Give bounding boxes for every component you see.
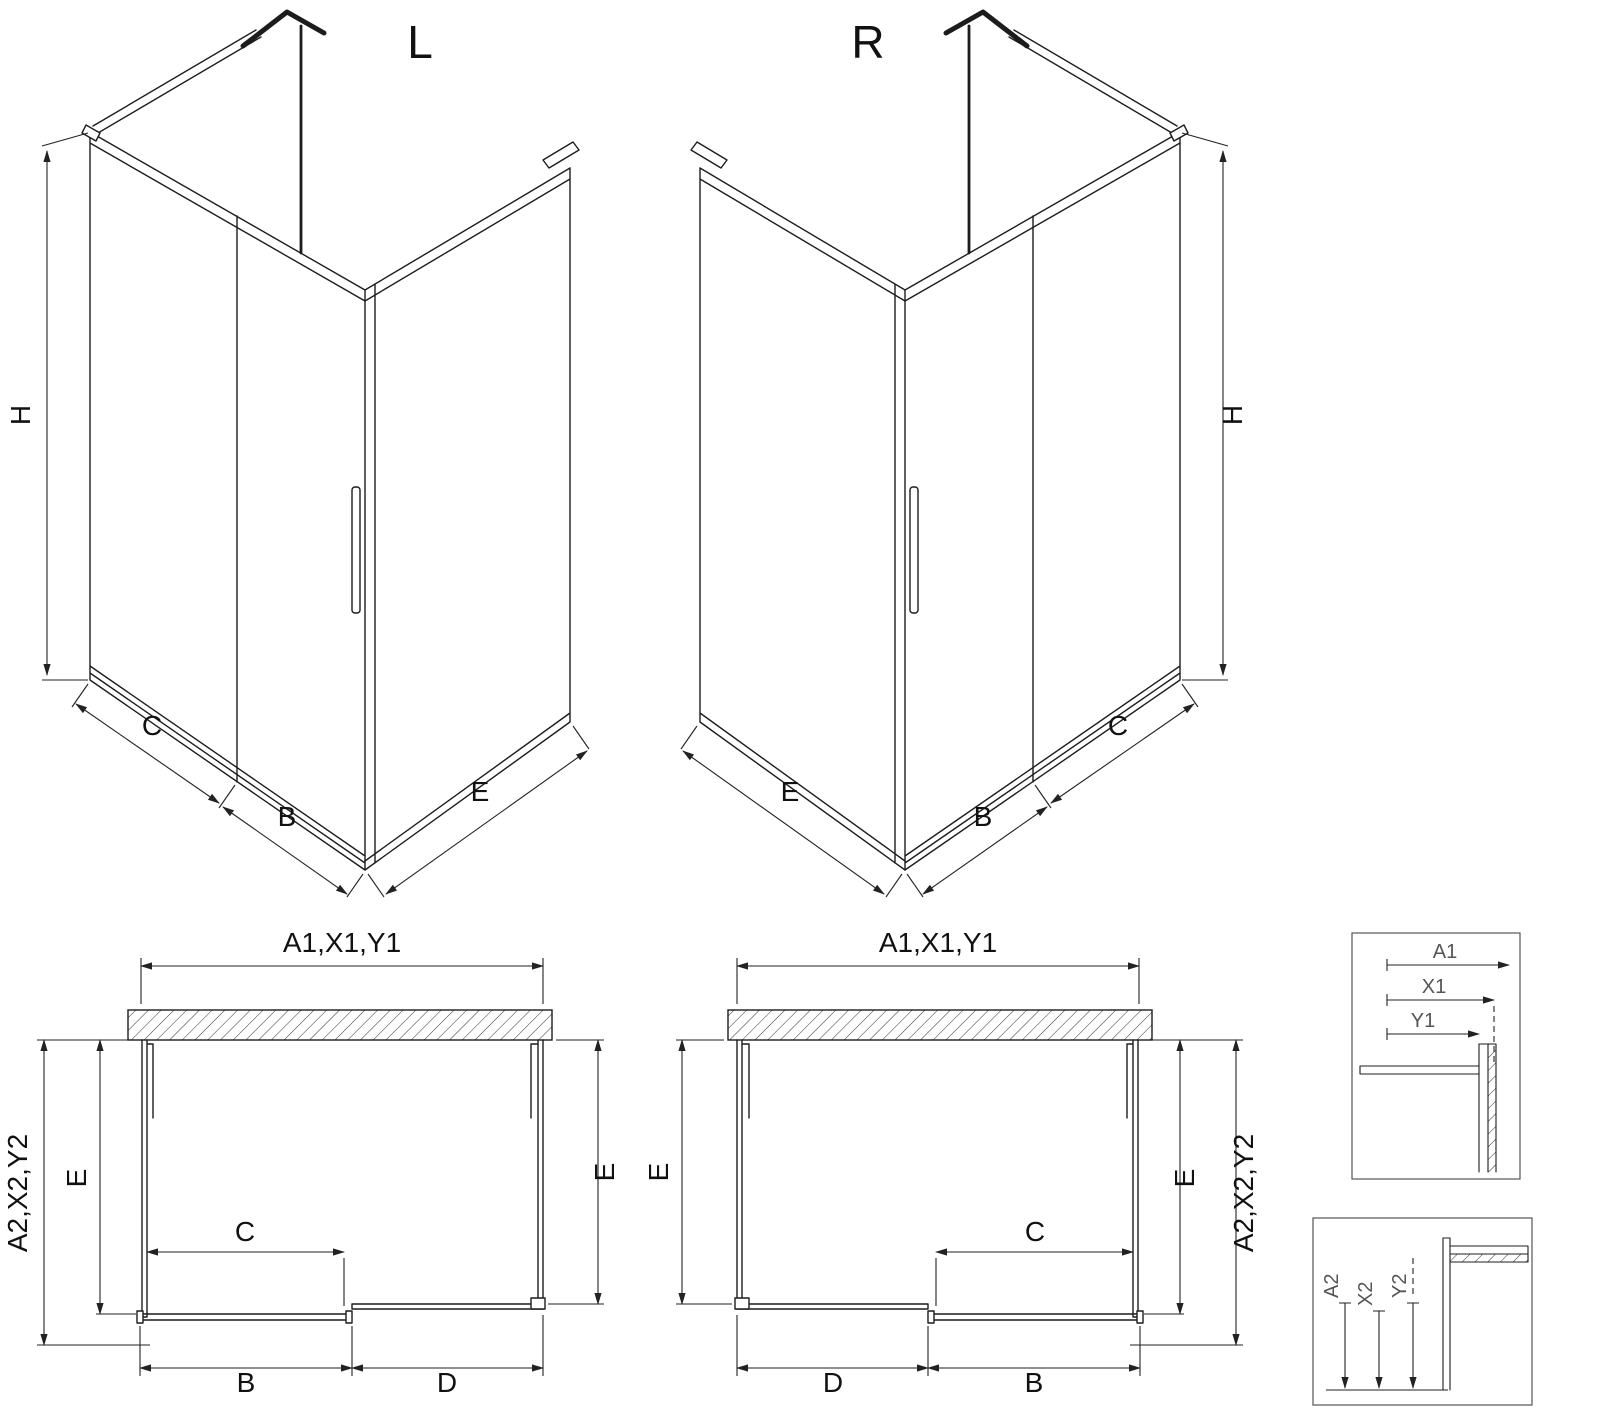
dim-label-depth-left: A2,X2,Y2 xyxy=(2,1134,33,1252)
detail-frame xyxy=(1351,932,1521,1180)
plan-view-left: A1,X1,Y1 A2,X2,Y2 E E C B D xyxy=(2,927,620,1398)
dim-label-e1-left: E xyxy=(61,1169,92,1188)
dim-label-d-plan-left: D xyxy=(437,1367,457,1398)
plan-view-right: A1,X1,Y1 A2,X2,Y2 E E C B D xyxy=(643,927,1259,1398)
dim-label-b-right: B xyxy=(974,801,993,832)
dim-label-h-left: H xyxy=(5,405,36,425)
dim-label-c-plan-left: C xyxy=(235,1216,255,1247)
dim-label-c-right: C xyxy=(1108,710,1128,741)
variant-label-right: R xyxy=(851,16,884,68)
iso-view-left: L H C B E xyxy=(5,12,589,897)
iso-geometry-left xyxy=(42,12,589,897)
dim-label-width-right: A1,X1,Y1 xyxy=(879,927,997,958)
glass-panel-section xyxy=(1359,1065,1480,1075)
dim-label-y1: Y1 xyxy=(1411,1010,1435,1032)
dim-label-y2: Y2 xyxy=(1389,1274,1411,1298)
detail-view-width: A1 X1 Y1 xyxy=(1351,932,1521,1180)
dim-label-a1: A1 xyxy=(1433,941,1457,963)
variant-label-left: L xyxy=(407,16,433,68)
iso-geometry-right xyxy=(681,12,1228,897)
dim-label-c-left: C xyxy=(142,710,162,741)
glass-panel-section xyxy=(1442,1237,1451,1391)
iso-view-right: R H C B E xyxy=(681,12,1248,897)
dim-label-e2-right: E xyxy=(1169,1169,1200,1188)
dim-label-depth-right: A2,X2,Y2 xyxy=(1228,1134,1259,1252)
dimension-lines xyxy=(1326,1258,1448,1391)
wall-section xyxy=(727,1009,1153,1041)
dim-label-e1-right: E xyxy=(643,1163,674,1182)
dim-label-x2: X2 xyxy=(1355,1282,1377,1306)
wall-section xyxy=(127,1009,553,1041)
dim-label-x1: X1 xyxy=(1422,976,1446,998)
dim-label-e-left: E xyxy=(471,776,490,807)
wall-profile-section xyxy=(1449,1245,1529,1263)
dim-label-b-plan-right: B xyxy=(1025,1367,1044,1398)
dim-label-b-left: B xyxy=(278,801,297,832)
dim-label-a2: A2 xyxy=(1321,1274,1343,1298)
dim-label-e-right: E xyxy=(781,776,800,807)
dim-label-e2-left: E xyxy=(589,1163,620,1182)
detail-view-depth: A2 X2 Y2 xyxy=(1312,1217,1533,1406)
dim-label-c-plan-right: C xyxy=(1025,1216,1045,1247)
wall-profile-section xyxy=(1478,1043,1497,1173)
dim-label-h-right: H xyxy=(1217,405,1248,425)
dim-label-b-plan-left: B xyxy=(237,1367,256,1398)
dimension-lines xyxy=(1386,959,1510,1063)
detail-frame xyxy=(1312,1217,1533,1406)
dim-label-d-plan-right: D xyxy=(823,1367,843,1398)
dim-label-width-left: A1,X1,Y1 xyxy=(283,927,401,958)
